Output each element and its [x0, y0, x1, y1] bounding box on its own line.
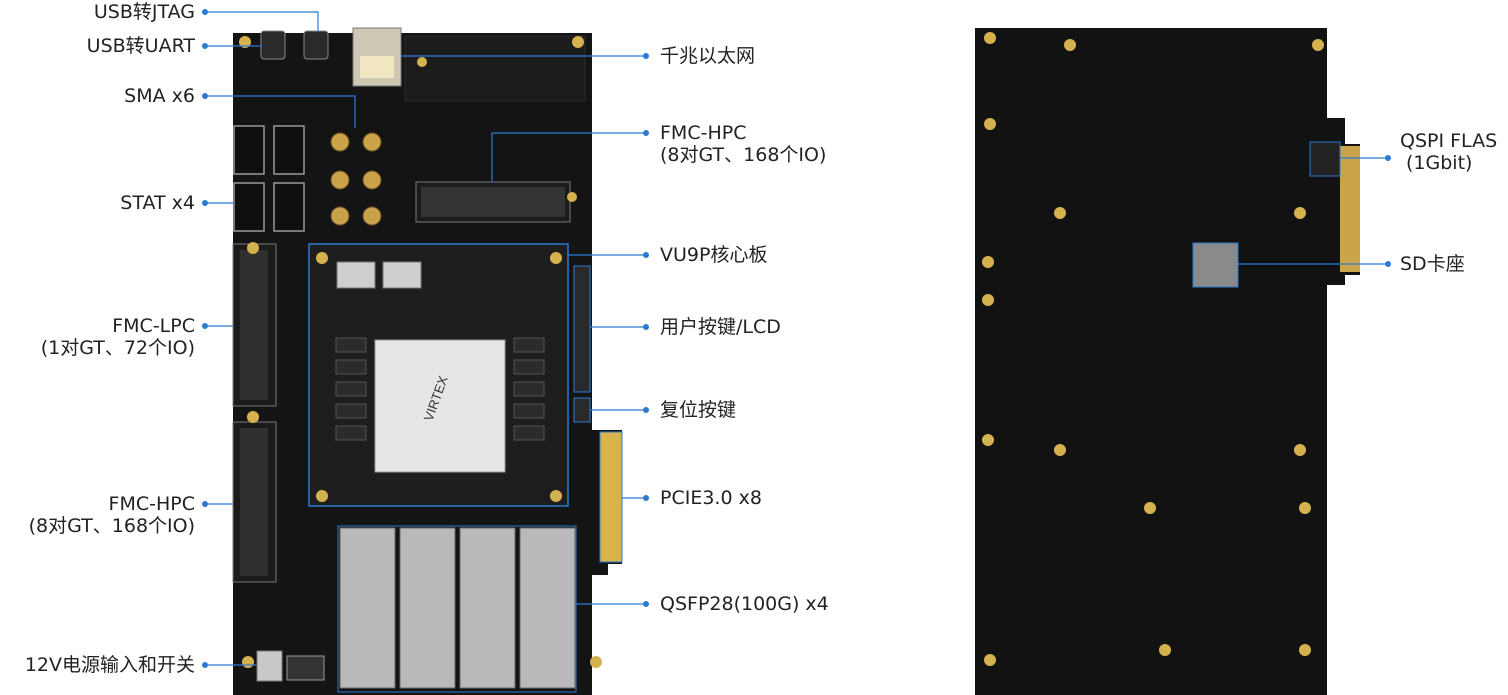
- label-fmc-hpc-left-line1: FMC-HPC: [108, 493, 195, 515]
- sd-slot: [1192, 242, 1239, 288]
- label-usb-uart: USB转UART: [86, 35, 195, 57]
- label-fmc-hpc-left-line2: (8对GT、168个IO): [28, 515, 195, 537]
- power-jack: [256, 650, 283, 682]
- fpga-chip: [374, 339, 506, 473]
- label-fmc-hpc-left: FMC-HPC (8对GT、168个IO): [29, 493, 195, 537]
- label-usb-jtag: USB转JTAG: [93, 1, 195, 23]
- label-core: VU9P核心板: [660, 244, 768, 266]
- label-user-keys: 用户按键/LCD: [660, 316, 781, 338]
- usb-uart-port: [303, 30, 329, 60]
- label-sma: SMA x6: [124, 85, 195, 107]
- qsfp-outline: [337, 525, 577, 693]
- label-qsfp: QSFP28(100G) x4: [660, 593, 829, 615]
- label-ethernet: 千兆以太网: [660, 45, 756, 67]
- label-pcie: PCIE3.0 x8: [660, 487, 762, 509]
- pcie-edge: [599, 431, 623, 563]
- label-fmc-hpc-right: FMC-HPC (8对GT、168个IO): [660, 122, 826, 166]
- label-fmc-hpc-right-line1: FMC-HPC: [660, 122, 747, 144]
- label-qspi-line1: QSPI FLAS: [1400, 130, 1498, 152]
- label-reset: 复位按键: [660, 399, 737, 421]
- label-fmc-lpc-line1: FMC-LPC: [112, 315, 195, 337]
- label-qspi-line2: (1Gbit): [1406, 152, 1473, 174]
- label-fmc-lpc: FMC-LPC (1对GT、72个IO): [41, 315, 195, 359]
- label-qspi: QSPI FLAS (1Gbit): [1400, 130, 1497, 174]
- label-fmc-lpc-line2: (1对GT、72个IO): [40, 337, 195, 359]
- power-switch: [286, 655, 325, 681]
- label-fmc-hpc-right-line2: (8对GT、168个IO): [660, 144, 827, 166]
- label-power: 12V电源输入和开关: [24, 654, 195, 676]
- user-buttons: [573, 265, 591, 393]
- label-stat: STAT x4: [120, 192, 195, 214]
- usb-jtag-port: [260, 30, 286, 60]
- label-sd: SD卡座: [1400, 253, 1465, 275]
- qspi-chip: [1309, 141, 1341, 177]
